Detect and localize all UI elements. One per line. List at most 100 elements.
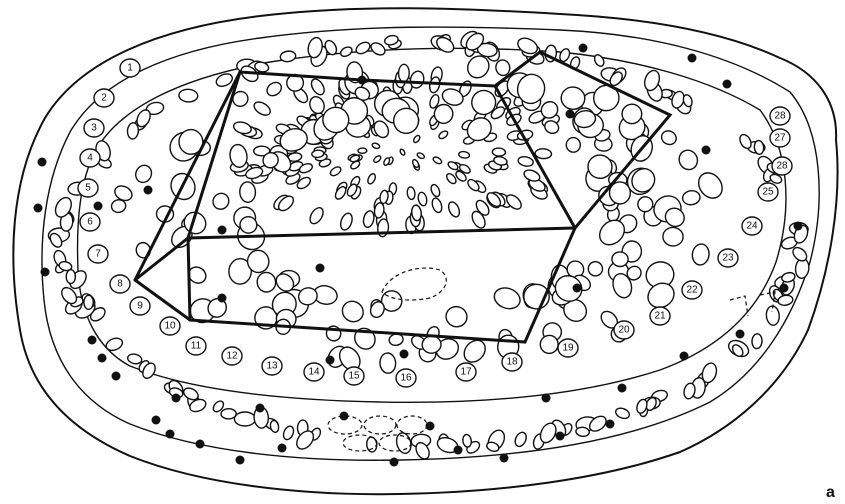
marker-dot [500,454,509,463]
cell-number: 1 [127,63,133,74]
cell-number: 6 [87,217,93,228]
cell [210,190,232,212]
numbered-cell: 22 [682,281,702,299]
cell [338,297,367,326]
cell [66,270,75,284]
marker-dot [556,432,565,441]
cell [252,99,273,117]
cell [256,271,277,293]
cell-number: 28 [776,161,788,172]
marker-dot [340,412,349,421]
cell-number: 4 [87,153,93,164]
cell [309,77,327,97]
cell [133,163,154,185]
cell-number: 13 [266,361,278,372]
cell [429,183,441,198]
cell-number: 19 [562,343,574,354]
marker-dot [218,294,227,303]
marker-dot [454,446,463,455]
cell [586,259,605,278]
cell [517,155,534,167]
cell-number: 18 [506,357,518,368]
numbered-cell: 27 [770,129,790,147]
numbered-cell: 28 [770,107,790,125]
cell-number: 14 [308,367,320,378]
numbered-cell: 23 [718,249,738,267]
cell [676,147,700,172]
cell [752,334,763,349]
cell [127,122,139,139]
marker-dot [358,76,367,85]
cell-number: 28 [774,111,786,122]
numbered-cell: 5 [78,179,98,197]
cell [431,197,444,214]
cell [307,94,326,115]
marker-dot [316,264,325,273]
numbered-cell: 11 [186,337,206,355]
marker-dot [326,356,335,365]
cell [535,148,552,159]
marker-dot [702,146,711,155]
cell [691,243,710,266]
numbered-cell: 4 [80,149,100,167]
numbered-cell: 7 [88,245,108,263]
numbered-cell: 13 [262,357,282,375]
cell-number: 22 [686,285,698,296]
cell [369,40,387,57]
numbered-cell: 6 [80,213,100,231]
cell [399,148,406,155]
cell [329,165,343,177]
cell-number: 21 [654,311,666,322]
numbered-cell: 8 [110,275,130,293]
cell-number: 24 [746,221,758,232]
marker-dot [723,80,732,89]
marker-dot [41,268,50,277]
cell [491,284,523,312]
numbered-cell: 19 [558,339,578,357]
cell-number: 20 [618,325,630,336]
cell [513,431,528,449]
cell [614,406,631,420]
panel-label: a [826,484,835,501]
cell [366,437,377,453]
marker-dot [152,416,161,425]
marker-dot [38,158,47,167]
cell [432,156,443,165]
cell [593,53,606,68]
cell [446,200,461,218]
cell [351,324,380,353]
cell [412,134,421,143]
cell [104,336,124,353]
marker-dot [236,456,245,465]
cell [276,193,296,213]
cell [416,152,425,160]
cell [339,212,355,232]
marker-dot [736,330,745,339]
cell-number: 2 [101,93,107,104]
numbered-cell: 17 [456,363,476,381]
marker-dot [573,284,582,293]
cell [127,353,143,365]
cell-number: 12 [226,351,238,362]
numbered-cell: 24 [742,217,762,235]
marker-dot [166,430,175,439]
cell [371,142,380,149]
marker-dot [196,440,205,449]
marker-dot [256,404,265,413]
cell-number: 7 [95,249,101,260]
marker-dot [390,458,399,467]
cell [492,148,506,157]
cell-number: 16 [400,373,412,384]
cell-number: 25 [762,187,774,198]
marker-dot [34,204,43,213]
cell [373,155,382,164]
marker-dot [780,284,789,293]
cell [179,89,198,103]
numbered-cell: 3 [84,119,104,137]
cell-number: 17 [460,367,472,378]
cell [458,151,470,159]
numbered-cell: 10 [160,317,180,335]
cell [462,434,472,448]
numbered-cell: 1 [120,59,140,77]
cell-number: 15 [348,371,360,382]
